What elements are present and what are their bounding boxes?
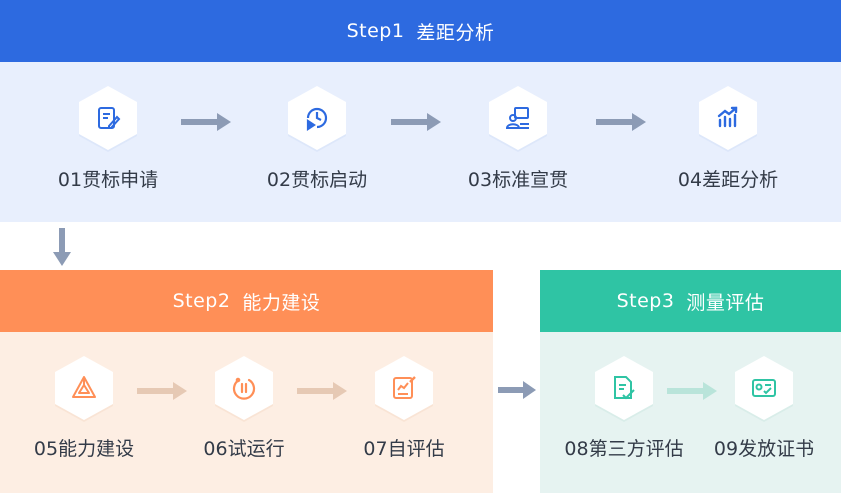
arrow-02-03 — [391, 113, 441, 131]
document-edit-icon — [95, 105, 121, 131]
step3-label: Step3 — [616, 290, 675, 312]
arrow-step1-step2 — [53, 228, 71, 266]
step3-title: 测量评估 — [686, 291, 765, 314]
arrow-08-09 — [667, 382, 717, 400]
step1-panel — [0, 62, 841, 222]
stage-09-hex — [735, 356, 793, 422]
stage-01-hex — [79, 86, 137, 152]
stage-08-label: 08第三方评估 — [564, 438, 684, 460]
stage-06-hex — [215, 356, 273, 422]
stage-02-label: 02贯标启动 — [266, 169, 368, 191]
stage-06-label: 06试运行 — [203, 438, 285, 460]
arrow-01-02 — [181, 113, 231, 131]
stage-01-label: 01贯标申请 — [57, 169, 159, 191]
report-edit-icon — [390, 374, 418, 402]
document-check-icon — [610, 374, 638, 402]
step3-header: Step3 测量评估 — [540, 270, 841, 332]
step1-title: 差距分析 — [416, 21, 495, 44]
step1-header: Step1 差距分析 — [0, 0, 841, 62]
stage-04-label: 04差距分析 — [677, 169, 779, 191]
stage-03-hex — [489, 86, 547, 152]
stage-05-hex — [55, 356, 113, 422]
stage-07-label: 07自评估 — [363, 438, 445, 460]
stage-04-hex — [699, 86, 757, 152]
clock-play-icon — [303, 104, 331, 132]
stage-09-label: 09发放证书 — [713, 438, 815, 460]
step2-title: 能力建设 — [242, 291, 321, 314]
stage-07-hex — [375, 356, 433, 422]
step2-label: Step2 — [172, 290, 231, 312]
circle-pause-icon — [230, 374, 258, 402]
stage-03-label: 03标准宣贯 — [467, 169, 569, 191]
presenter-icon — [504, 104, 532, 132]
stage-02-hex — [288, 86, 346, 152]
step1-label: Step1 — [346, 20, 405, 42]
step3-panel — [540, 332, 841, 493]
arrow-step2-step3 — [498, 381, 536, 399]
arrow-03-04 — [596, 113, 646, 131]
step2-header: Step2 能力建设 — [0, 270, 493, 332]
triangle-structure-icon — [70, 374, 98, 402]
stage-05-label: 05能力建设 — [33, 438, 135, 460]
arrow-06-07 — [297, 382, 347, 400]
bar-chart-trend-icon — [714, 104, 742, 132]
stage-08-hex — [595, 356, 653, 422]
arrow-05-06 — [137, 382, 187, 400]
certificate-icon — [750, 374, 778, 402]
